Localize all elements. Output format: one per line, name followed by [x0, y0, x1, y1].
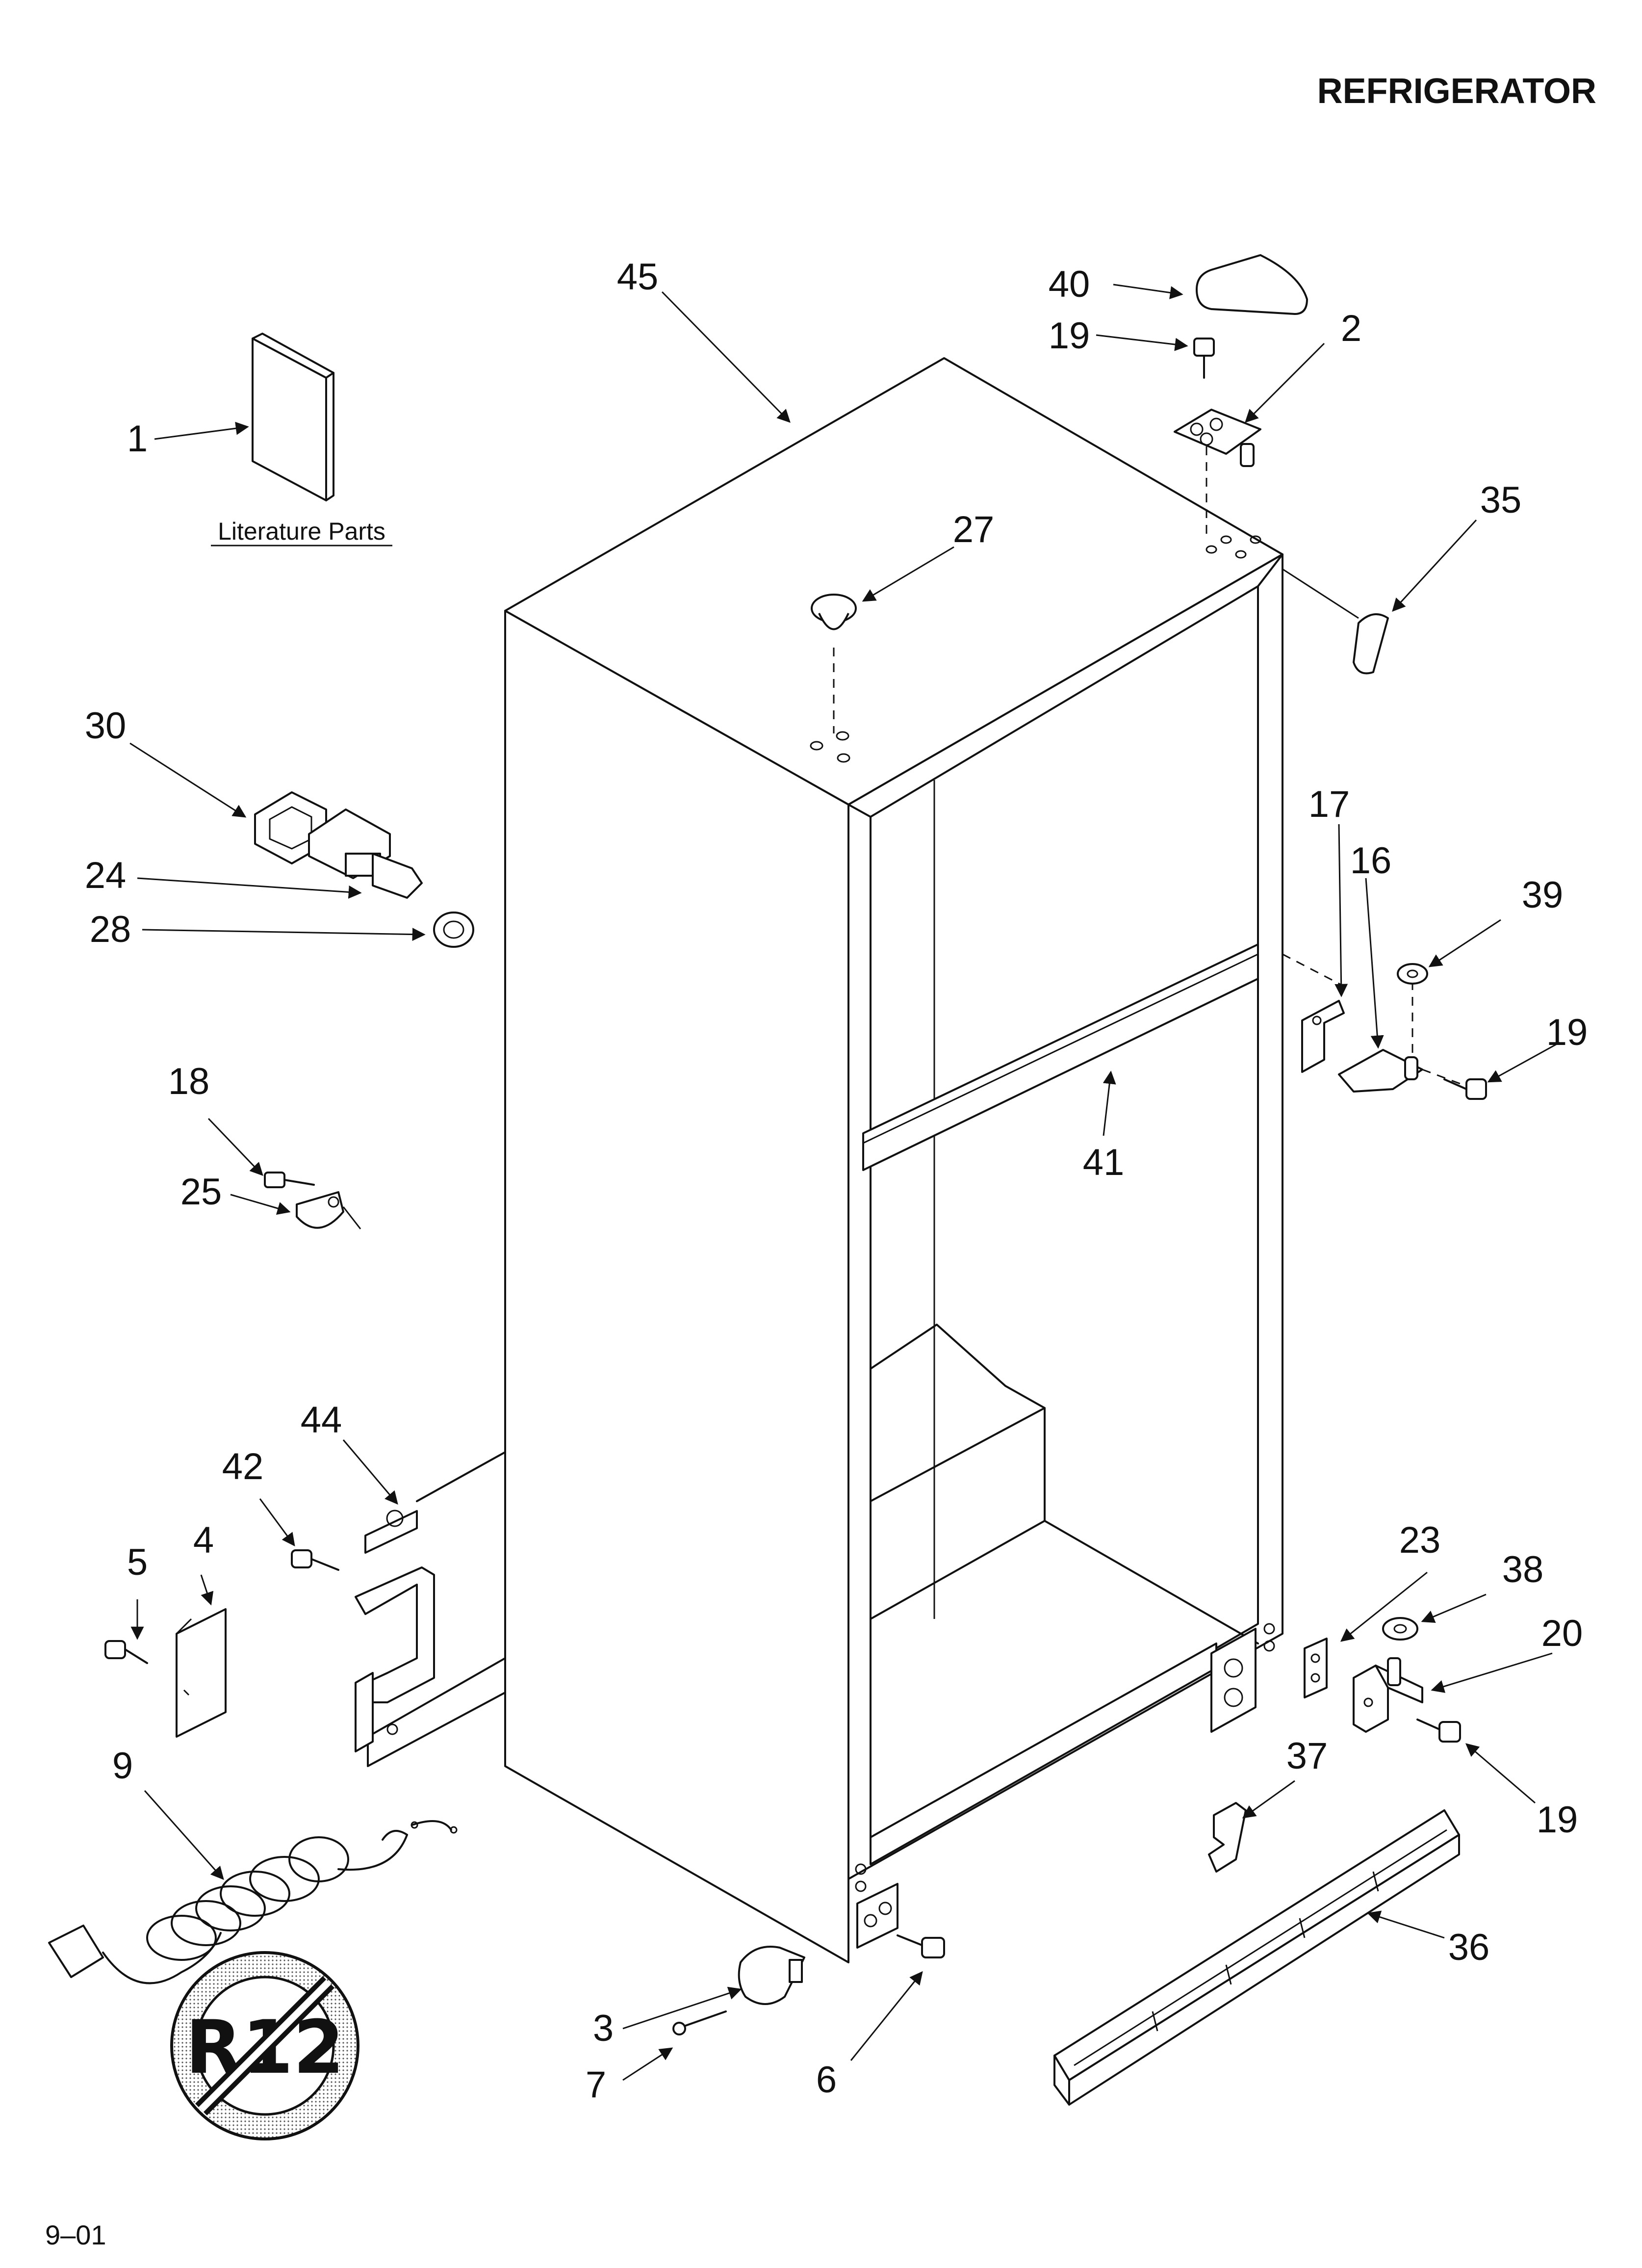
bearing-bushing: [433, 912, 474, 948]
callout-19-bottom: 19: [1537, 1799, 1578, 1841]
callout-19-top: 19: [1049, 315, 1090, 357]
clip-screw: [264, 1172, 315, 1188]
callout-24: 24: [85, 855, 127, 896]
control-knob-shaft: [308, 808, 423, 899]
top-plug: [811, 594, 857, 630]
power-cord: [48, 1820, 458, 1984]
screw-center-hinge: [1443, 1078, 1487, 1100]
callout-17: 17: [1308, 783, 1350, 825]
callout-18: 18: [168, 1061, 210, 1102]
center-hinge: [1338, 1049, 1423, 1093]
bottom-hinge-shim: [1304, 1638, 1328, 1698]
terminal-cover: [176, 1608, 227, 1738]
callout-1: 1: [127, 418, 148, 460]
callout-16: 16: [1350, 840, 1392, 882]
hinge-cover: [1196, 254, 1308, 315]
callout-41: 41: [1083, 1142, 1125, 1183]
callout-44: 44: [301, 1399, 342, 1441]
roller-pin: [672, 2010, 727, 2035]
callout-30: 30: [85, 705, 127, 747]
callout-38: 38: [1502, 1549, 1544, 1590]
callout-3: 3: [593, 2007, 614, 2049]
leader-lines: [129, 284, 1560, 2081]
callout-27: 27: [953, 509, 995, 550]
callout-20: 20: [1541, 1613, 1583, 1654]
footer-code: 9–01: [45, 2219, 106, 2250]
center-hinge-shim: [1301, 1000, 1345, 1073]
callout-5: 5: [127, 1541, 148, 1583]
callout-labels: 1 2 3 4 5 6 7 9 16 17 18 19 19 19 20 23 …: [85, 256, 1588, 2106]
grille-clip: [1208, 1802, 1247, 1873]
callout-36: 36: [1448, 1927, 1490, 1968]
screw-bottom-hinge: [1416, 1719, 1461, 1743]
bracket-screw: [291, 1549, 339, 1571]
cabinet: [367, 357, 1283, 1963]
callout-42: 42: [222, 1446, 264, 1487]
top-hinge: [1174, 409, 1261, 467]
callout-19-center: 19: [1546, 1012, 1588, 1053]
callout-9: 9: [112, 1745, 133, 1787]
callout-2: 2: [1341, 308, 1361, 349]
bracket-bolt: [897, 1934, 945, 1958]
callout-40: 40: [1049, 263, 1090, 305]
base-grille: [1053, 1809, 1460, 2106]
page-title: REFRIGERATOR: [1317, 72, 1596, 111]
cover-screw: [104, 1640, 148, 1664]
callout-37: 37: [1286, 1735, 1328, 1777]
hinge-trim: [1353, 613, 1389, 675]
tubing-clip: [296, 1191, 361, 1229]
screw-top-hinge: [1193, 338, 1215, 379]
no-r12-symbol: R12: [170, 1951, 359, 2140]
callout-7: 7: [586, 2064, 606, 2106]
callout-45: 45: [617, 256, 659, 298]
callout-39: 39: [1522, 874, 1564, 916]
callout-4: 4: [193, 1519, 214, 1561]
literature-caption: Literature Parts: [218, 518, 385, 545]
bottom-hinge: [1353, 1657, 1423, 1733]
callout-25: 25: [180, 1171, 222, 1213]
callout-35: 35: [1480, 479, 1522, 521]
rear-panel-bracket: [355, 1510, 435, 1752]
center-washer: [1397, 963, 1428, 985]
bottom-hinge-washer: [1382, 1617, 1418, 1641]
literature-booklet: [252, 333, 334, 501]
callout-23: 23: [1399, 1519, 1441, 1561]
callout-28: 28: [90, 909, 131, 950]
leveling-roller: [738, 1946, 805, 2005]
callout-6: 6: [816, 2059, 837, 2101]
